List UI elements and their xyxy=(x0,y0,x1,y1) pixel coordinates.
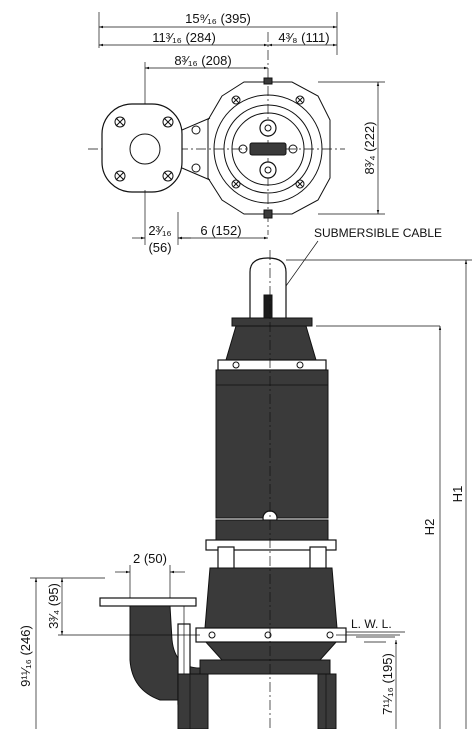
top-view: 15⁹⁄₁₆ (395) 11³⁄₁₆ (284) 4³⁄₈ (111) 8³⁄… xyxy=(88,11,385,255)
right-width-label: 4³⁄₈ (111) xyxy=(278,30,329,45)
outlet-width-label: 2 (50) xyxy=(133,551,167,566)
offset-small-label: 2³⁄₁₆ xyxy=(148,223,171,238)
side-view: SUBMERSIBLE CABLE xyxy=(18,226,472,729)
h1-label: H1 xyxy=(450,486,465,503)
motor-casing-top xyxy=(207,77,331,219)
left-width-label: 11³⁄₁₆ (284) xyxy=(152,30,216,45)
overall-width-label: 15⁹⁄₁₆ (395) xyxy=(185,11,251,26)
h2-label: H2 xyxy=(422,519,437,536)
low-water-level-label: L. W. L. xyxy=(351,617,392,631)
submersible-cable-label: SUBMERSIBLE CABLE xyxy=(314,226,442,240)
pump-base xyxy=(177,659,337,729)
flange-height-label: 3³⁄₄ (95) xyxy=(46,583,61,629)
lwl-height-label: 7¹¹⁄₁₆ (195) xyxy=(380,653,395,715)
motor-body xyxy=(215,369,329,519)
offset-center-label: 6 (152) xyxy=(200,223,241,238)
lifting-handle xyxy=(249,257,287,320)
inner-width-label: 8³⁄₁₆ (208) xyxy=(174,53,231,68)
volute-casing xyxy=(195,567,347,661)
outlet-total-height-label: 9¹¹⁄₁₆ (246) xyxy=(18,625,33,687)
offset-small-mm-label: (56) xyxy=(148,240,171,255)
outlet-flange-top xyxy=(101,103,211,193)
height-label: 8³⁄₄ (222) xyxy=(362,122,377,175)
motor-cover xyxy=(217,317,440,371)
